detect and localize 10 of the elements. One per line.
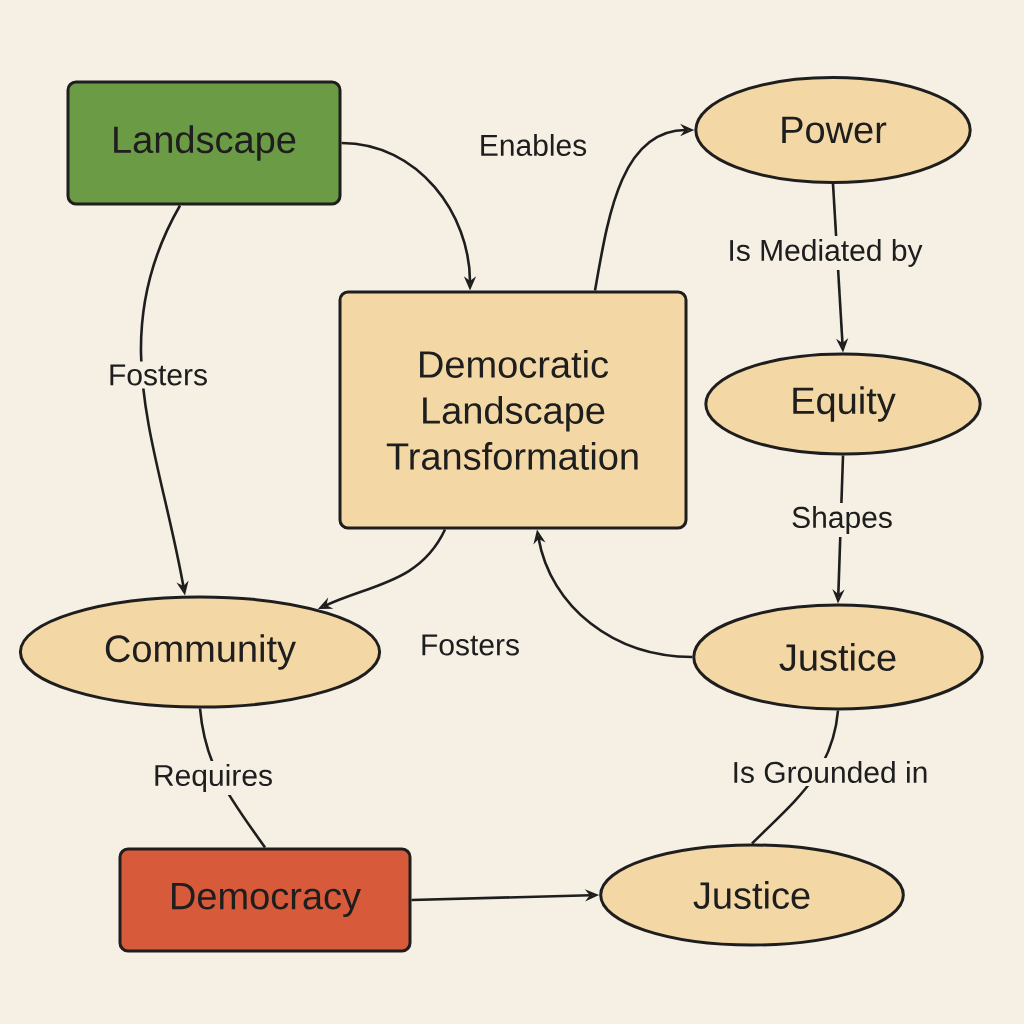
edge-label: Shapes bbox=[788, 503, 896, 537]
edge-label: Is Grounded in bbox=[728, 758, 932, 787]
concept-box: Landscape bbox=[66, 80, 342, 206]
edge-label: Fosters bbox=[417, 631, 523, 659]
concept-box: Democratic Landscape Transformation bbox=[338, 290, 688, 530]
concept-box: Democracy bbox=[118, 847, 412, 953]
edge-label: Is Mediated by bbox=[724, 236, 926, 270]
edge-label: Fosters bbox=[105, 361, 211, 389]
edge-label: Enables bbox=[475, 131, 591, 159]
edge-label: Requires bbox=[150, 761, 277, 795]
